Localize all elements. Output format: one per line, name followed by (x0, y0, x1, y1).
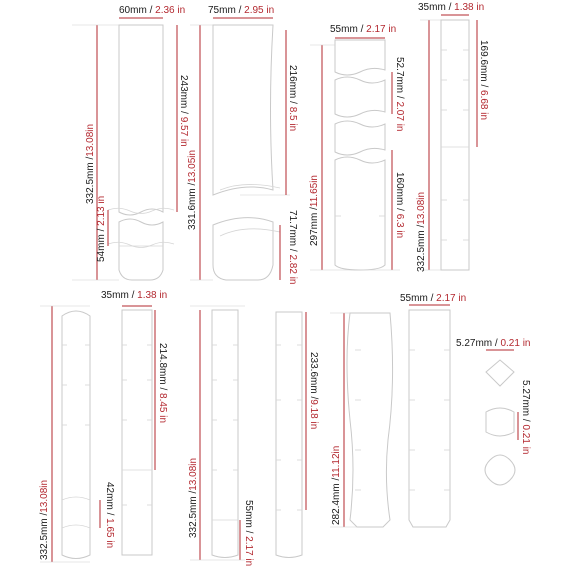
part-a (107, 24, 175, 281)
dim-label-55mm-top: 55mm / 2.17 in (330, 24, 396, 35)
dim-label-71mm: 71.7mm / 2.82 in (287, 210, 298, 285)
dim-label-332mm-e: 332.5mm /13.08in (39, 480, 50, 560)
dim-label-233mm: 233.6mm /9.18 in (308, 352, 319, 429)
part-b (212, 24, 290, 281)
dim-label-332mm-a: 332.5mm /13.08in (85, 124, 96, 204)
part-e (61, 310, 91, 559)
dim-label-282mm: 282.4mm /11.12in (331, 446, 342, 525)
small-piece-3 (484, 454, 516, 486)
small-piece-1 (485, 359, 515, 387)
part-f (121, 309, 153, 556)
dim-label-75mm: 75mm / 2.95 in (208, 5, 274, 16)
small-piece-2 (485, 407, 515, 437)
dim-label-297mm: 297mm /11.65in (309, 175, 320, 246)
dim-label-55mm-bottom: 55mm / 2.17 in (400, 293, 466, 304)
dim-label-243mm: 243mm / 9.57 in (178, 75, 189, 147)
part-g (211, 309, 239, 558)
part-j (408, 309, 451, 528)
part-c (334, 39, 386, 271)
dim-label-52mm: 52.7mm / 2.07 in (394, 57, 405, 132)
dim-label-527mm-h: 5.27mm / 0.21 in (456, 338, 531, 349)
part-i (346, 312, 394, 528)
dim-label-169mm: 169.6mm / 6.68 in (478, 40, 489, 120)
dim-label-214mm: 214.8mm / 8.45 in (157, 343, 168, 423)
dim-label-527mm-v: 5.27mm / 0.21 in (520, 380, 531, 455)
dim-label-332mm-g: 332.5mm /13.08in (188, 458, 199, 538)
dim-label-60mm: 60mm / 2.36 in (119, 5, 185, 16)
dim-label-42mm: 42mm / 1.65 in (104, 482, 115, 548)
dim-label-331mm: 331.6mm /13.05in (187, 150, 198, 230)
dim-label-35mm-bottom: 35mm / 1.38 in (101, 290, 167, 301)
dim-label-54mm: 54mm / 2.13 in (96, 196, 107, 262)
dim-label-55mm-vert: 55mm / 2.17 in (243, 500, 254, 566)
dim-label-216mm: 216mm / 8.5 in (287, 65, 298, 131)
dim-label-35mm-top: 35mm / 1.38 in (418, 2, 484, 13)
part-h (275, 311, 303, 558)
dim-label-160mm: 160mm / 6.3 in (394, 172, 405, 238)
part-d (440, 19, 470, 271)
dim-label-332mm-d: 332.5mm /13.08in (416, 192, 427, 272)
